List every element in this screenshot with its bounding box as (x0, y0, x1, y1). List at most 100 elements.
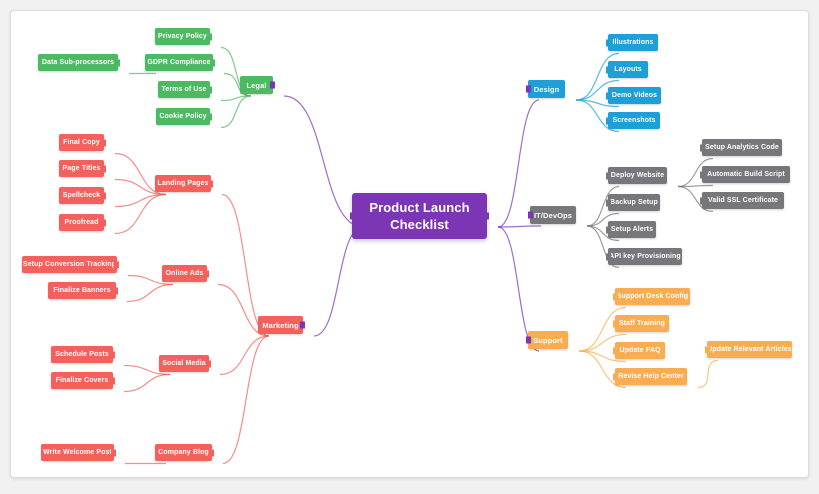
node-final-copy[interactable]: Final Copy (59, 134, 106, 151)
node-demo-videos[interactable]: Demo Videos (606, 87, 661, 104)
branch-node-design[interactable]: Design (526, 80, 565, 98)
node-online-ads[interactable]: Online Ads (162, 265, 209, 282)
node-spellcheck[interactable]: Spellcheck (59, 187, 106, 204)
node-setup-alerts[interactable]: Setup Alerts (606, 221, 656, 238)
node-label: Social Media (162, 360, 206, 367)
node-port-l (705, 346, 710, 353)
node-label: API key Provisioning (609, 253, 681, 260)
node-label: Layouts (614, 66, 642, 73)
node-backup-setup[interactable]: Backup Setup (606, 194, 660, 211)
node-port-r (206, 360, 211, 367)
node-label: IT/DevOps (534, 210, 572, 220)
node-label: Finalize Covers (55, 377, 109, 384)
node-update-faq[interactable]: Update FAQ (613, 342, 665, 359)
node-setup-analytics-code[interactable]: Setup Analytics Code (700, 139, 782, 156)
node-label: Data Sub-processors (41, 59, 115, 66)
node-social-media[interactable]: Social Media (159, 355, 211, 372)
mindmap-connectors (114, 46, 719, 465)
node-label: Marketing (262, 320, 299, 330)
node-label: Schedule Posts (55, 351, 109, 358)
node-cookie-policy[interactable]: Cookie Policy (156, 108, 212, 125)
node-label: Spellcheck (62, 192, 101, 199)
node-port-r (110, 377, 115, 384)
node-port-r (111, 449, 116, 456)
node-port-r (270, 81, 275, 89)
node-terms-of-use[interactable]: Terms of Use (158, 81, 212, 98)
node-port-r (115, 59, 120, 66)
node-port-l (606, 117, 611, 124)
node-label: Legal (246, 80, 267, 90)
node-privacy-policy[interactable]: Privacy Policy (155, 28, 212, 45)
node-label: Cookie Policy (159, 113, 207, 120)
node-revise-help-center[interactable]: Revise Help Center (613, 368, 687, 385)
node-port-r (210, 59, 215, 66)
node-port-l (526, 85, 531, 93)
node-label: Update Relevant Articles (707, 346, 792, 353)
node-port-r (113, 287, 118, 294)
node-automatic-build-script[interactable]: Automatic Build Script (700, 166, 790, 183)
node-illustrations[interactable]: Illustrations (606, 34, 658, 51)
node-page-titles[interactable]: Page Titles (59, 160, 106, 177)
node-port-l (606, 66, 611, 73)
node-port-l (528, 211, 533, 219)
node-label: Online Ads (165, 270, 204, 277)
node-label: Page Titles (62, 165, 101, 172)
node-port-r (110, 351, 115, 358)
node-label: Demo Videos (611, 92, 658, 99)
node-schedule-posts[interactable]: Schedule Posts (51, 346, 115, 363)
branch-node-marketing[interactable]: Marketing (258, 316, 305, 334)
node-port-l (700, 197, 705, 204)
node-update-relevant-articles[interactable]: Update Relevant Articles (705, 341, 792, 358)
branch-node-itdevops[interactable]: IT/DevOps (528, 206, 576, 224)
node-label: Company Blog (158, 449, 209, 456)
node-port-r (300, 321, 305, 329)
node-write-welcome-post[interactable]: Write Welcome Post (41, 444, 116, 461)
node-port-l (606, 39, 611, 46)
node-setup-conversion-tracking[interactable]: Setup Conversion Tracking (22, 256, 119, 273)
node-port-r (101, 219, 106, 226)
node-landing-pages[interactable]: Landing Pages (155, 175, 213, 192)
node-port-l (613, 320, 618, 327)
root-port-right (484, 212, 489, 220)
branch-node-legal[interactable]: Legal (240, 76, 275, 94)
node-label: Proofread (64, 219, 99, 226)
node-port-r (114, 261, 119, 268)
node-company-blog[interactable]: Company Blog (155, 444, 214, 461)
node-port-r (207, 86, 212, 93)
node-label: Landing Pages (157, 180, 209, 187)
node-api-key-provisioning[interactable]: API key Provisioning (606, 248, 682, 265)
node-port-r (101, 139, 106, 146)
node-gdpr-compliance[interactable]: GDPR Compliance (145, 54, 215, 71)
node-label: Write Welcome Post (43, 449, 112, 456)
node-label: Screenshots (612, 117, 656, 124)
node-label: Backup Setup (610, 199, 658, 206)
node-label: Privacy Policy (158, 33, 207, 40)
node-staff-training[interactable]: Staff Training (613, 315, 669, 332)
node-layouts[interactable]: Layouts (606, 61, 648, 78)
node-label: GDPR Compliance (147, 59, 211, 66)
node-port-r (101, 165, 106, 172)
node-support-desk-config[interactable]: Support Desk Config (613, 288, 690, 305)
node-port-l (613, 347, 618, 354)
node-port-r (208, 180, 213, 187)
node-screenshots[interactable]: Screenshots (606, 112, 660, 129)
node-finalize-covers[interactable]: Finalize Covers (51, 372, 115, 389)
node-port-r (101, 192, 106, 199)
node-label: Staff Training (618, 320, 666, 327)
node-label: Design (533, 84, 560, 94)
node-label: Deploy Website (610, 172, 665, 179)
node-proofread[interactable]: Proofread (59, 214, 106, 231)
node-valid-ssl-certificate[interactable]: Valid SSL Certificate (700, 192, 784, 209)
node-label: Update FAQ (619, 347, 661, 354)
node-port-l (606, 226, 611, 233)
node-data-sub-processors[interactable]: Data Sub-processors (38, 54, 120, 71)
node-label: Support Desk Config (616, 293, 689, 300)
branch-node-support[interactable]: Support (526, 331, 568, 349)
node-port-l (613, 293, 618, 300)
node-deploy-website[interactable]: Deploy Website (606, 167, 667, 184)
node-finalize-banners[interactable]: Finalize Banners (48, 282, 118, 299)
node-label: Revise Help Center (618, 373, 684, 380)
